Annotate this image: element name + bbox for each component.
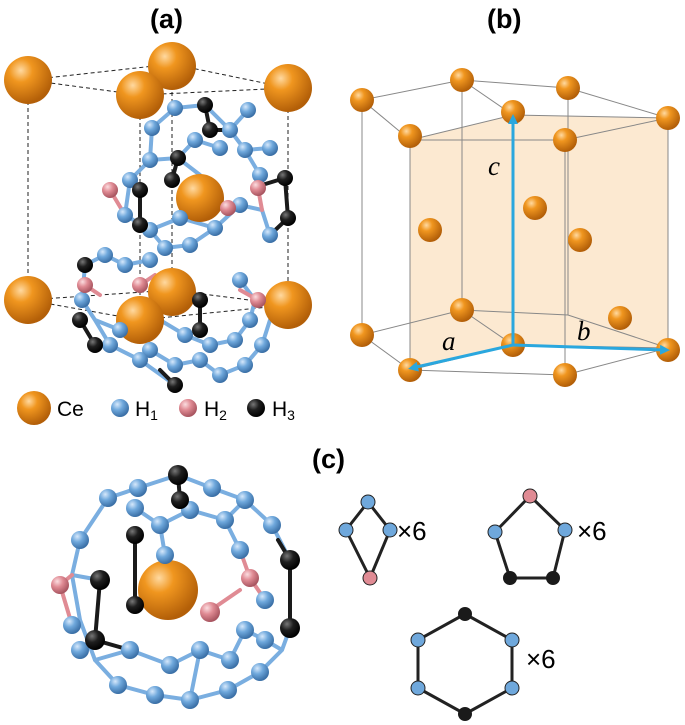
legend-label-h3: H bbox=[272, 398, 287, 421]
legend-sub-h1: 1 bbox=[150, 407, 158, 423]
legend-item-h1: H1 bbox=[111, 398, 158, 423]
panel-b-cell: c a b bbox=[350, 68, 680, 387]
legend-label-h1: H bbox=[135, 398, 150, 421]
panel-b-label: (b) bbox=[487, 4, 521, 34]
ce-center-atom bbox=[138, 560, 198, 620]
legend-item-h2: H2 bbox=[179, 398, 227, 423]
legend-item-h3: H3 bbox=[247, 398, 295, 423]
legend-label-ce: Ce bbox=[57, 398, 84, 421]
panel-a-label: (a) bbox=[150, 4, 183, 34]
ring-quad-multiplicity: ×6 bbox=[397, 516, 427, 546]
svg-text:H3: H3 bbox=[272, 398, 295, 423]
panel-a-structure bbox=[4, 42, 312, 393]
ring-pentagon: ×6 bbox=[487, 488, 607, 585]
axis-c-label: c bbox=[488, 151, 500, 181]
legend: Ce H1 H2 H3 bbox=[17, 391, 295, 425]
h1-atom-icon bbox=[111, 399, 129, 417]
axis-b-arrow bbox=[512, 343, 670, 355]
legend-sub-h2: 2 bbox=[219, 407, 227, 423]
svg-text:H1: H1 bbox=[135, 398, 158, 423]
ring-hex-multiplicity: ×6 bbox=[526, 644, 556, 674]
panel-c-label: (c) bbox=[312, 444, 345, 474]
cell-plane bbox=[410, 115, 668, 370]
legend-sub-h3: 3 bbox=[287, 407, 295, 423]
axis-a-arrow bbox=[408, 343, 514, 372]
axis-b-label: b bbox=[577, 316, 591, 346]
legend-label-h2: H bbox=[204, 398, 219, 421]
ring-quadrilateral: ×6 bbox=[338, 494, 427, 586]
axis-a-label: a bbox=[442, 326, 456, 356]
h3-atom-icon bbox=[247, 399, 265, 417]
ring-hexagon: ×6 bbox=[410, 607, 556, 721]
ce-atom-icon bbox=[17, 391, 51, 425]
svg-text:H2: H2 bbox=[204, 398, 227, 423]
h2-atom-icon bbox=[179, 399, 197, 417]
legend-item-ce: Ce bbox=[17, 391, 84, 425]
panel-c-cage bbox=[51, 465, 300, 709]
ring-pent-multiplicity: ×6 bbox=[577, 516, 607, 546]
